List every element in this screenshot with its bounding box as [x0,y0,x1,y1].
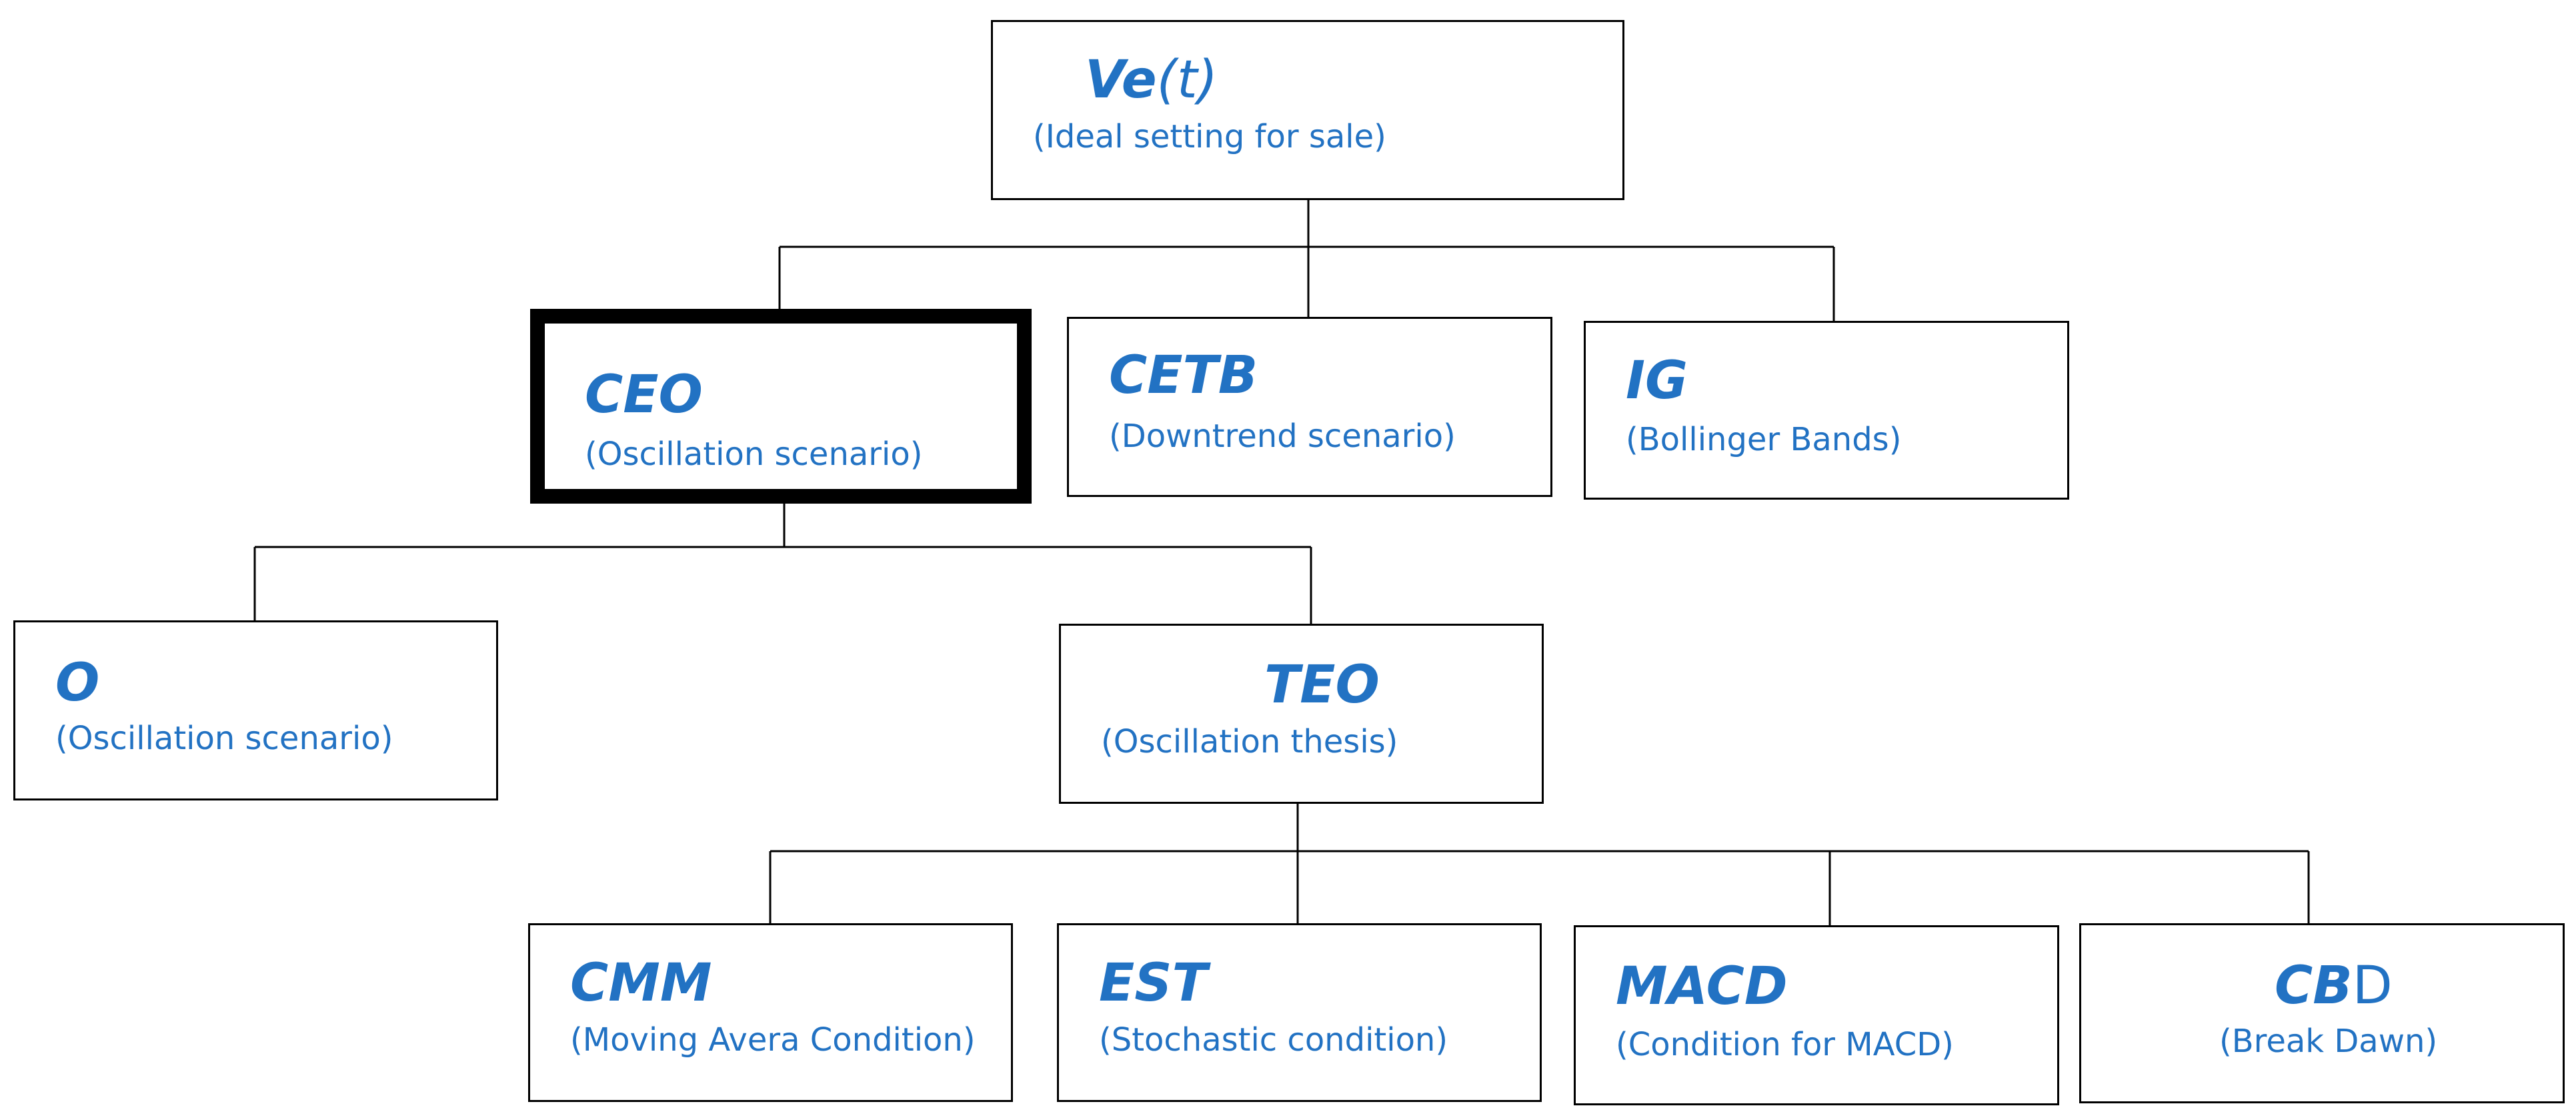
node-vet-title-paren: (t) [1156,50,1218,110]
node-macd-title: MACD [1616,957,1788,1017]
node-ig: IG (Bollinger Bands) [1584,321,2069,500]
node-cmm-title: CMM [570,953,712,1013]
node-est-title: EST [1099,953,1208,1013]
node-est: EST (Stochastic condition) [1057,923,1542,1102]
node-ig-subtitle: (Bollinger Bands) [1626,421,1902,458]
node-ig-title: IG [1626,351,1688,411]
node-cbd-title-bold: CB [2275,956,2353,1016]
node-macd-subtitle: (Condition for MACD) [1616,1026,1954,1063]
node-o: O (Oscillation scenario) [13,620,498,800]
node-est-subtitle: (Stochastic condition) [1099,1021,1448,1059]
node-cmm: CMM (Moving Avera Condition) [528,923,1013,1102]
node-o-title: O [55,653,100,713]
node-vet-title: Ve(t) [1085,54,1218,106]
node-ceo-subtitle: (Oscillation scenario) [585,436,923,473]
node-cetb: CETB (Downtrend scenario) [1067,317,1552,497]
node-teo-title: TEO [1264,655,1380,715]
node-vet-subtitle: (Ideal setting for sale) [1033,118,1386,155]
node-cbd: CBD (Break Dawn) [2079,923,2565,1103]
node-vet: Ve(t) (Ideal setting for sale) [991,20,1624,200]
node-vet-title-main: Ve [1085,50,1157,110]
node-teo: TEO (Oscillation thesis) [1059,624,1544,804]
node-cetb-title: CETB [1109,346,1258,406]
node-macd: MACD (Condition for MACD) [1574,925,2059,1105]
node-ceo-title: CEO [585,365,703,425]
node-cbd-title: CBD [2275,960,2393,1012]
node-cbd-title-plain: D [2352,956,2393,1016]
node-cbd-subtitle: (Break Dawn) [2219,1023,2438,1060]
node-cmm-subtitle: (Moving Avera Condition) [570,1021,976,1059]
node-ceo: CEO (Oscillation scenario) [530,309,1032,504]
node-o-subtitle: (Oscillation scenario) [55,720,393,757]
node-cetb-subtitle: (Downtrend scenario) [1109,418,1456,455]
node-teo-subtitle: (Oscillation thesis) [1101,723,1398,760]
